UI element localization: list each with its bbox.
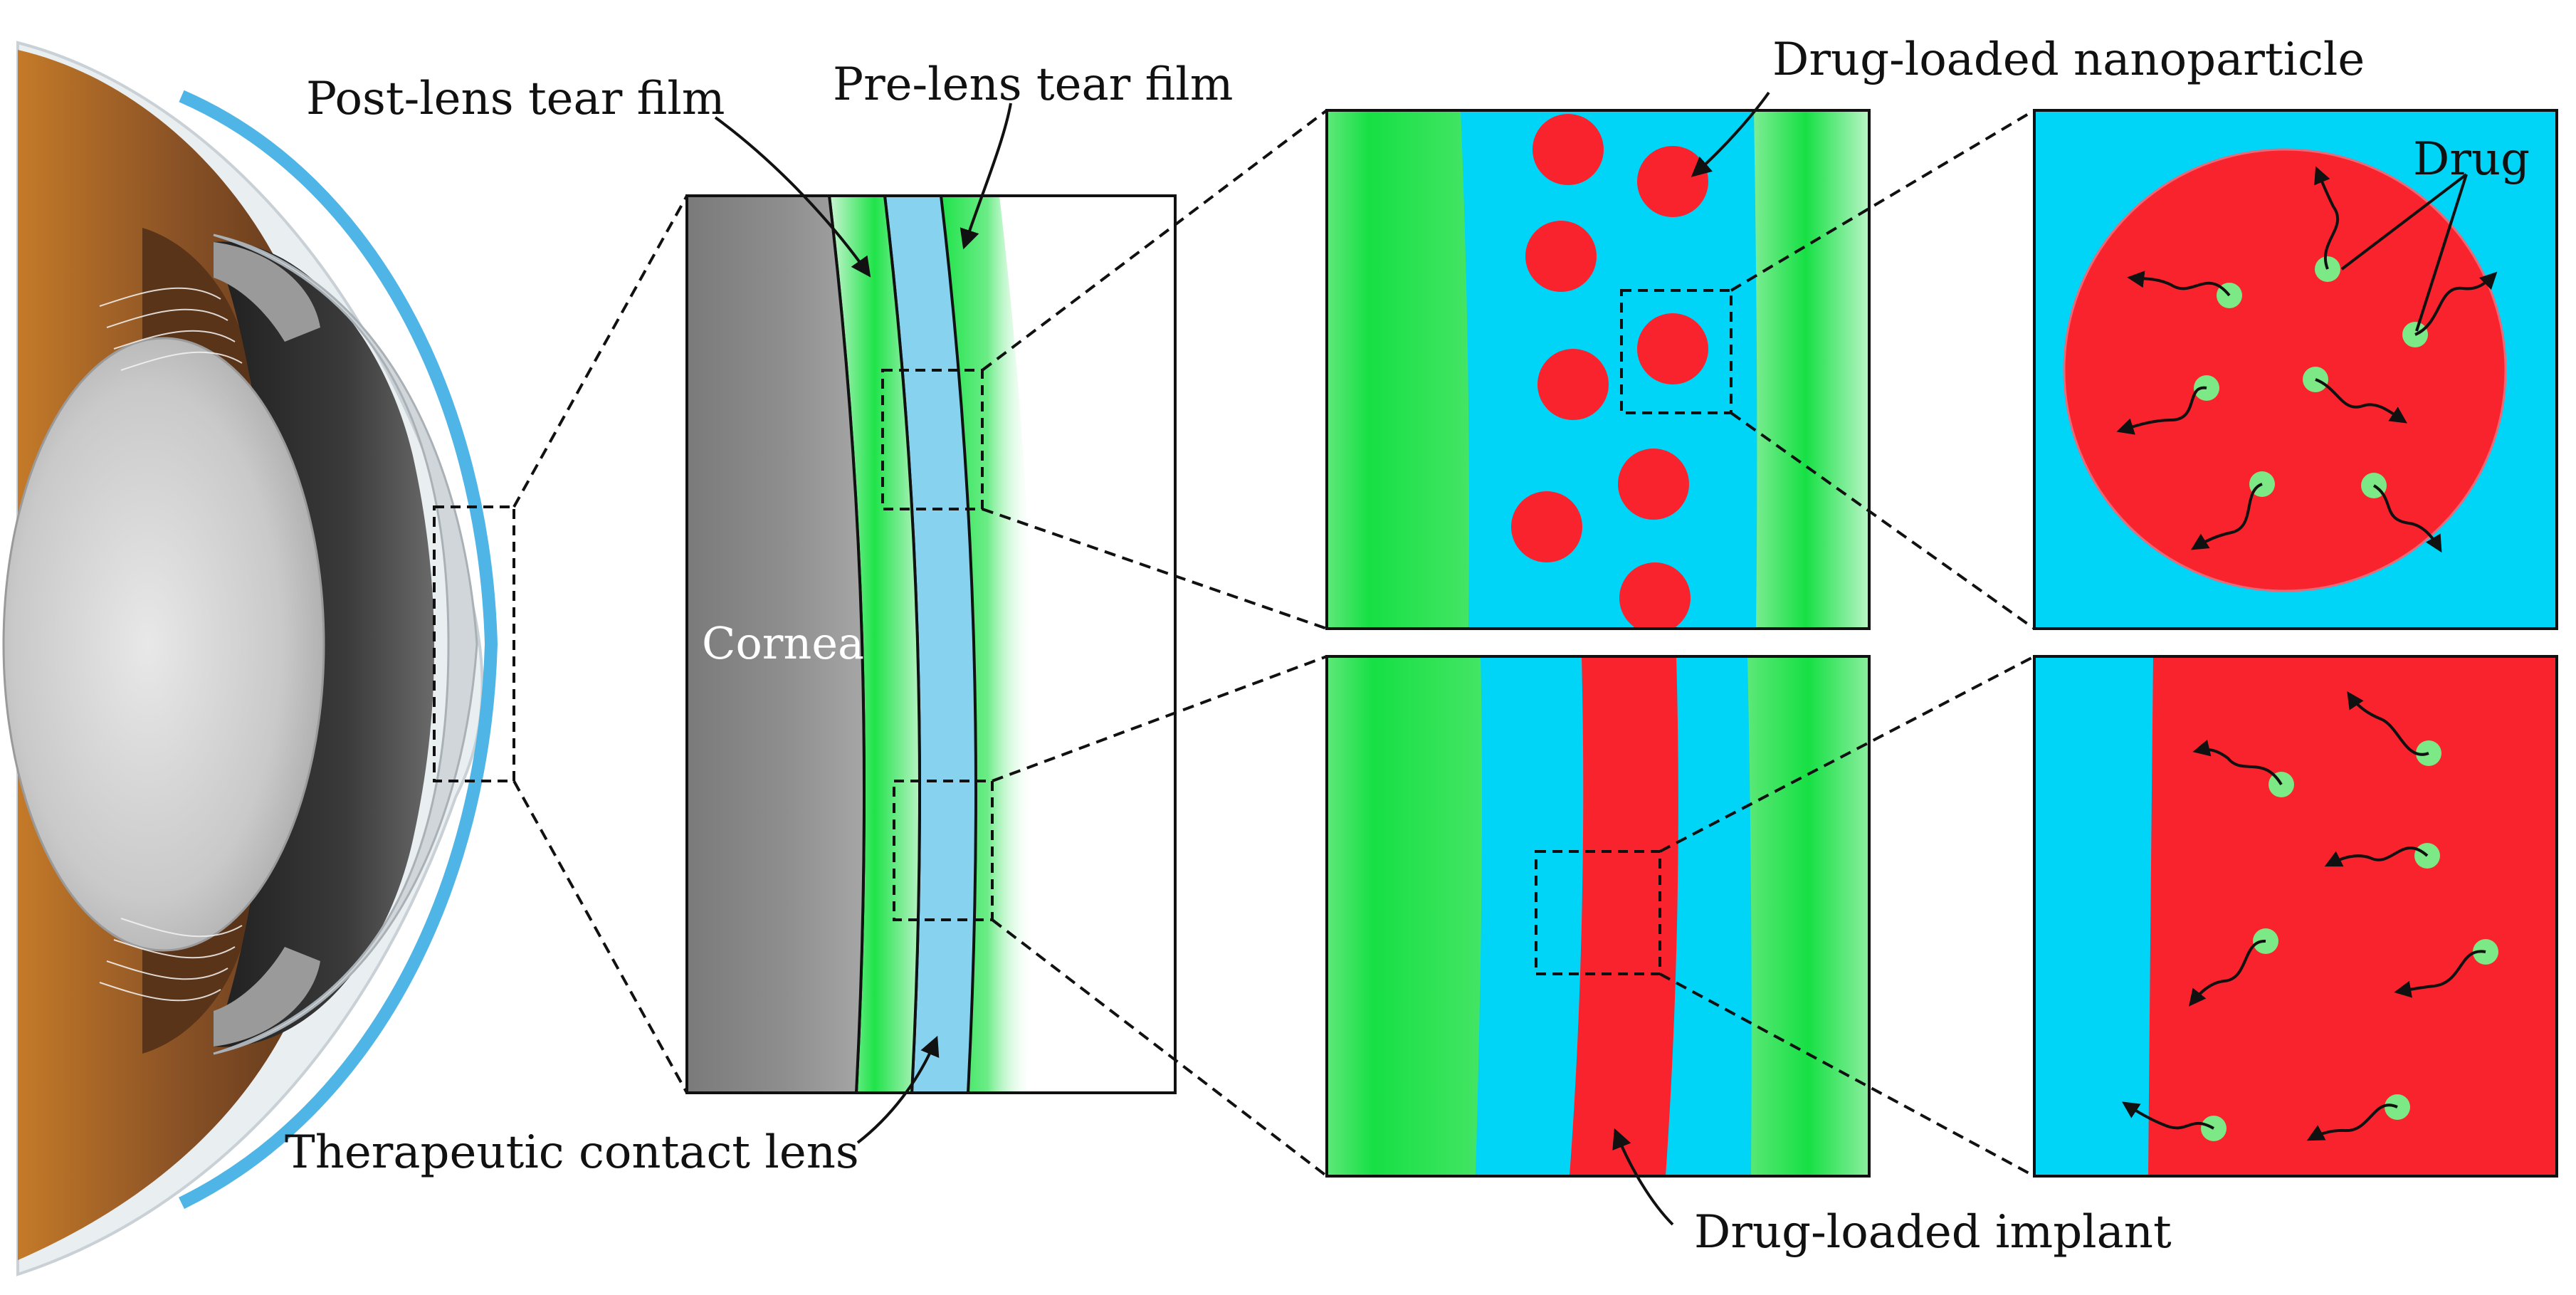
nanoparticle [1533, 114, 1604, 185]
nanoparticle [1525, 221, 1597, 292]
post-lens-film-band [1327, 110, 1469, 629]
eye-cross-section [2, 41, 515, 1276]
implant-zoom-box [1535, 850, 1661, 975]
pre-lens-film-band [1747, 656, 1869, 1176]
eye-zoom-box [433, 505, 515, 782]
drug-loaded-implant-band [1570, 656, 1678, 1176]
zonular-fibers [99, 287, 243, 1002]
pre-lens-tear-film-band [941, 196, 1035, 1093]
iris-lower [214, 947, 320, 1047]
drug-loaded-implant-label: Drug-loaded implant [1694, 1206, 2172, 1259]
nanoparticle-pointer [1691, 91, 1770, 177]
lower-zoom-box [893, 780, 994, 921]
pre-lens-film-band [1754, 110, 1869, 629]
callout-pointers [714, 91, 2468, 1226]
contact-lens-on-eye [179, 90, 498, 1210]
therapeutic-lens-pointer [856, 1035, 940, 1144]
nanoparticle-detail-panel [2033, 109, 2558, 630]
nanoparticle [1537, 349, 1609, 420]
iris-upper [214, 242, 320, 342]
implant-lens-panel [1325, 655, 1871, 1178]
text-labels: Post-lens tear film Pre-lens tear film D… [285, 33, 2530, 1259]
diffusion-arrows [2116, 166, 2498, 553]
cornea-eye [213, 234, 478, 1055]
nanoparticle [1618, 449, 1689, 520]
drug-loaded-nanoparticle-label: Drug-loaded nanoparticle [1772, 33, 2365, 86]
cornea-label: Cornea [702, 617, 864, 669]
pre-lens-pointer [960, 103, 1012, 250]
nanoparticle [1511, 491, 1582, 562]
implant-detail-panel [2033, 655, 2558, 1178]
drug-pointer-2 [2415, 174, 2468, 332]
diffusion-arrows [2122, 691, 2486, 1141]
upper-zoom-box [881, 369, 984, 510]
cornea-section [687, 196, 866, 1093]
drug-label: Drug [2413, 133, 2530, 186]
pre-lens-tear-film-label: Pre-lens tear film [833, 58, 1233, 111]
nanoparticle-lens-panel [1325, 109, 1871, 630]
crystalline-lens [2, 337, 325, 952]
therapeutic-contact-lens-label: Therapeutic contact lens [285, 1126, 859, 1179]
post-lens-film-band [1327, 656, 1483, 1176]
nanoparticles [1511, 114, 1708, 629]
implant-pointer [1612, 1128, 1674, 1226]
nanoparticle-enlarged [2063, 148, 2507, 592]
cornea-lens-panel: Cornea [685, 194, 1177, 1094]
nanoparticle-zoom-box [1620, 289, 1733, 414]
nanoparticle [1637, 146, 1708, 217]
drug-pointer-1 [2340, 173, 2468, 271]
nanoparticle [1619, 562, 1691, 629]
post-lens-pointer [714, 116, 871, 278]
post-lens-tear-film-label: Post-lens tear film [306, 73, 725, 125]
lens-strip [2034, 656, 2153, 1176]
nanoparticle [1637, 313, 1708, 384]
